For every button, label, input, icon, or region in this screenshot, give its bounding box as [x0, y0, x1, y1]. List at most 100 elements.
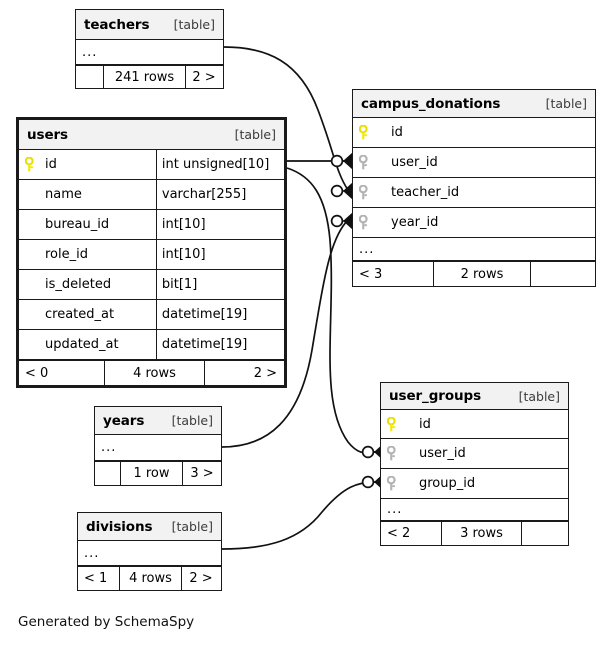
table-teachers-header: teachers [table] — [76, 10, 223, 40]
table-row[interactable]: bureau_id int[10] — [19, 210, 284, 240]
column-name-label: bureau_id — [45, 217, 110, 232]
table-years-ellipsis: ... — [95, 435, 221, 461]
table-row[interactable]: role_id int[10] — [19, 240, 284, 270]
column-name-label: role_id — [45, 247, 88, 262]
table-teachers-footer: 241 rows 2 > — [76, 65, 223, 88]
table-user-groups-row-count: 3 rows — [441, 522, 521, 545]
table-row[interactable]: year_id — [353, 208, 595, 238]
table-users[interactable]: users [table] id int unsigned[10] name v… — [16, 117, 287, 388]
column-name-label: updated_at — [45, 337, 119, 352]
table-row[interactable]: group_id — [381, 469, 568, 499]
table-row[interactable]: is_deleted bit[1] — [19, 270, 284, 300]
table-user-groups-prev-page[interactable]: < 2 — [387, 526, 411, 541]
column-name-cell: user_id — [353, 148, 595, 177]
table-teachers-ellipsis: ... — [76, 40, 223, 65]
key-icon-foreign — [387, 446, 400, 461]
table-divisions-name: divisions — [86, 518, 153, 535]
table-years-tag: [table] — [171, 413, 213, 428]
table-campus-donations-tag: [table] — [545, 96, 587, 111]
column-type-cell: datetime[19] — [155, 300, 284, 329]
table-user-groups-next-page[interactable] — [521, 522, 568, 545]
key-icon-foreign — [359, 185, 372, 200]
table-teachers-prev-page[interactable] — [76, 66, 103, 88]
column-name-cell: user_id — [381, 439, 568, 468]
table-years-name: years — [103, 412, 145, 429]
column-name-cell: role_id — [19, 240, 156, 269]
crowsfoot-campus-donations-year-id — [330, 212, 355, 230]
table-user-groups-footer: < 2 3 rows — [381, 521, 568, 545]
table-divisions-next-page[interactable]: 2 > — [181, 567, 220, 590]
column-name-label: is_deleted — [45, 277, 112, 292]
table-campus-donations[interactable]: campus_donations [table] id user_id — [352, 89, 596, 287]
table-row[interactable]: user_id — [353, 148, 595, 178]
table-years-row-count: 1 row — [120, 462, 182, 485]
table-row[interactable]: teacher_id — [353, 178, 595, 208]
table-users-name: users — [27, 126, 68, 143]
column-name-cell: group_id — [381, 469, 568, 498]
table-campus-donations-prev-page[interactable]: < 3 — [359, 266, 383, 282]
table-users-footer: < 0 4 rows 2 > — [19, 360, 284, 385]
column-name-cell: year_id — [353, 208, 595, 237]
column-type-cell: int[10] — [155, 210, 284, 239]
column-name-label: group_id — [419, 476, 476, 491]
column-name-label: year_id — [391, 215, 439, 230]
table-users-next-page[interactable]: 2 > — [204, 361, 283, 385]
table-campus-donations-next-page[interactable] — [530, 262, 594, 286]
column-name-label: user_id — [419, 446, 466, 461]
column-name-cell: is_deleted — [19, 270, 156, 299]
table-row[interactable]: id int unsigned[10] — [19, 150, 284, 180]
column-name-cell: name — [19, 180, 156, 209]
column-type-cell: int unsigned[10] — [155, 150, 284, 179]
column-name-cell: id — [353, 118, 595, 147]
table-years-prev-page[interactable] — [95, 462, 120, 485]
column-name-label: id — [419, 416, 431, 432]
table-users-header: users [table] — [19, 120, 284, 150]
column-type-cell: varchar[255] — [155, 180, 284, 209]
crowsfoot-campus-donations-teacher-id — [330, 182, 355, 200]
table-campus-donations-header: campus_donations [table] — [353, 90, 595, 118]
table-teachers-row-count: 241 rows — [103, 66, 185, 88]
table-years-footer: 1 row 3 > — [95, 461, 221, 485]
column-name-cell: updated_at — [19, 330, 156, 359]
table-user-groups-header: user_groups [table] — [381, 383, 568, 410]
table-users-row-count: 4 rows — [104, 361, 204, 385]
key-icon-primary — [25, 157, 38, 172]
generated-by-caption: Generated by SchemaSpy — [18, 614, 195, 630]
table-teachers-next-page[interactable]: 2 > — [185, 66, 222, 88]
table-divisions-footer: < 1 4 rows 2 > — [78, 566, 221, 590]
key-icon-primary — [359, 125, 372, 140]
table-users-prev-page[interactable]: < 0 — [25, 365, 49, 381]
edge-divisions-to-user-groups-group — [221, 481, 377, 550]
table-campus-donations-name: campus_donations — [361, 95, 501, 112]
table-campus-donations-ellipsis: ... — [353, 238, 595, 261]
table-row[interactable]: name varchar[255] — [19, 180, 284, 210]
edge-users-to-user-groups-user — [286, 167, 377, 454]
table-user-groups[interactable]: user_groups [table] id user_id — [380, 382, 569, 546]
table-row[interactable]: id — [353, 118, 595, 148]
table-divisions-ellipsis: ... — [78, 541, 221, 566]
table-row[interactable]: updated_at datetime[19] — [19, 330, 284, 360]
table-years-header: years [table] — [95, 407, 221, 435]
key-icon-foreign — [359, 215, 372, 230]
column-name-cell: created_at — [19, 300, 156, 329]
table-divisions-prev-page[interactable]: < 1 — [84, 571, 108, 586]
table-row[interactable]: user_id — [381, 439, 568, 469]
column-name-cell: teacher_id — [353, 178, 595, 207]
table-years[interactable]: years [table] ... 1 row 3 > — [94, 406, 222, 486]
column-name-label: teacher_id — [391, 185, 460, 200]
table-teachers[interactable]: teachers [table] ... 241 rows 2 > — [75, 9, 224, 89]
column-name-label: id — [391, 125, 403, 140]
table-row[interactable]: created_at datetime[19] — [19, 300, 284, 330]
table-user-groups-tag: [table] — [518, 388, 560, 404]
table-divisions[interactable]: divisions [table] ... < 1 4 rows 2 > — [77, 512, 222, 591]
table-divisions-header: divisions [table] — [78, 513, 221, 541]
column-type-cell: int[10] — [155, 240, 284, 269]
table-row[interactable]: id — [381, 410, 568, 439]
column-name-label: id — [45, 157, 57, 172]
key-icon-primary — [387, 416, 400, 432]
table-divisions-tag: [table] — [171, 519, 213, 534]
table-years-next-page[interactable]: 3 > — [182, 462, 221, 485]
column-name-label: name — [45, 187, 82, 202]
column-name-cell: bureau_id — [19, 210, 156, 239]
